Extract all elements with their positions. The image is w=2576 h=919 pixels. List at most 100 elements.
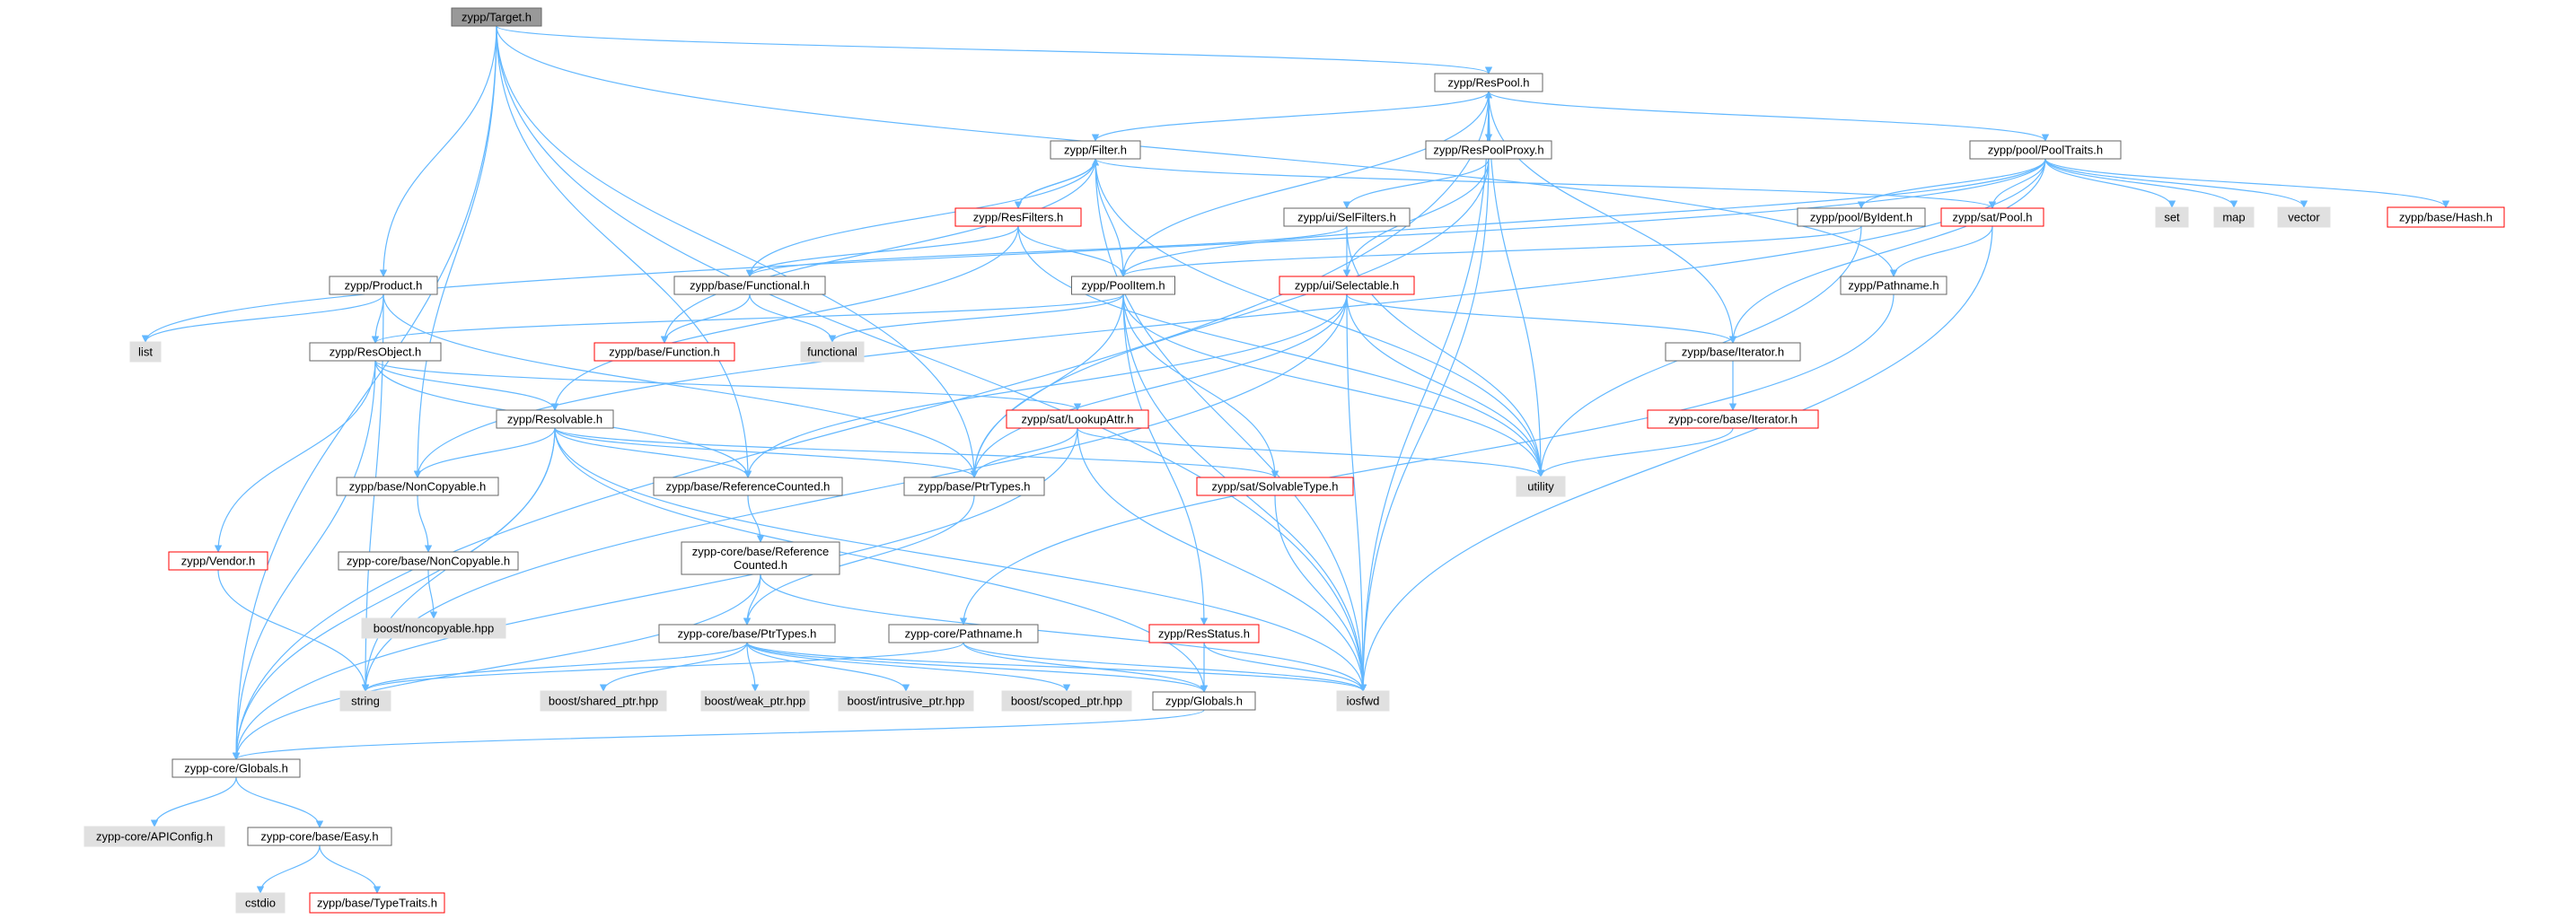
node-label-coreiterator: zypp-core/base/Iterator.h [1668,413,1798,426]
edge-corepathname-to-globals [963,642,1209,693]
edge-respoolproxy-to-iosfwd [1358,158,1490,692]
edge-solvabletype-to-iosfwd [1274,495,1367,692]
node-resfilters[interactable]: zypp/ResFilters.h [954,207,1082,227]
edge-lookupattr-to-utility [1077,427,1545,477]
edge-filter-to-functional_h [745,158,1096,277]
node-vendor[interactable]: zypp/Vendor.h [168,551,268,571]
node-pathname[interactable]: zypp/Pathname.h [1840,276,1947,295]
node-functional: functional [800,341,865,363]
node-respoolproxy[interactable]: zypp/ResPoolProxy.h [1425,140,1552,160]
node-globals[interactable]: zypp/Globals.h [1152,691,1256,711]
node-box-typetraits [309,892,445,914]
edge-coreptrtypes-to-iosfwd [746,642,1367,692]
node-corepathname[interactable]: zypp-core/Pathname.h [888,624,1039,643]
node-resobject[interactable]: zypp/ResObject.h [309,342,442,362]
node-pooltraits[interactable]: zypp/pool/PoolTraits.h [1969,140,2122,160]
edge-respool-to-iosfwd [1358,91,1490,692]
node-box-scopedptr [1001,690,1132,712]
node-coreptrtypes[interactable]: zypp-core/base/PtrTypes.h [658,624,836,643]
edge-respool-to-filter [1091,91,1490,142]
edge-selectable-to-string [361,293,1348,692]
node-label-selectable: zypp/ui/Selectable.h [1295,279,1399,293]
edge-target-to-product [379,25,497,277]
node-box-string [339,690,391,712]
edge-coreptrtypes-to-weakptr [746,642,760,692]
node-resstatus[interactable]: zypp/ResStatus.h [1148,624,1260,643]
edge-functional_h-to-function_h [660,293,751,344]
edge-resolvable-to-ptrtypes [554,427,979,478]
node-iterator[interactable]: zypp/base/Iterator.h [1665,342,1801,362]
edge-corerefcounted-to-coreglobals [232,573,761,760]
edge-coreptrtypes-to-globals [746,642,1209,693]
node-box-pooltraits [1969,140,2122,160]
node-product[interactable]: zypp/Product.h [329,276,438,295]
node-label-vendor: zypp/Vendor.h [181,555,255,568]
edge-selectable-to-iosfwd [1346,293,1367,692]
node-solvabletype[interactable]: zypp/sat/SolvableType.h [1196,477,1354,496]
node-box-boostnoncopyable [361,617,506,639]
node-box-resobject [309,342,442,362]
node-label-corenoncopyable: zypp-core/base/NonCopyable.h [347,555,510,568]
edge-selectable-to-iterator [1346,293,1737,344]
node-poolitem[interactable]: zypp/PoolItem.h [1071,276,1175,295]
edge-poolitem-to-utility [1122,293,1545,477]
node-box-poolitem [1071,276,1175,295]
node-box-utility [1516,476,1566,497]
node-selfilters[interactable]: zypp/ui/SelFilters.h [1283,207,1411,227]
node-label-pooltraits: zypp/pool/PoolTraits.h [1988,144,2103,157]
edge-pooltraits-to-noncopyable [413,158,2046,478]
node-function_h[interactable]: zypp/base/Function.h [593,342,735,362]
node-label-respool: zypp/ResPool.h [1447,76,1529,90]
node-box-target [451,7,542,27]
edge-product-to-list [141,293,384,343]
node-weakptr: boost/weak_ptr.hpp [700,690,810,712]
node-utility: utility [1516,476,1566,497]
node-box-coreptrtypes [658,624,836,643]
edge-coreptrtypes-to-string [361,642,748,692]
node-box-map [2213,206,2255,228]
node-box-resolvable [496,409,614,429]
node-filter[interactable]: zypp/Filter.h [1050,140,1141,160]
edge-easy-to-typetraits [319,845,382,894]
node-target[interactable]: zypp/Target.h [451,7,542,27]
nodes-layer: zypp/Target.h zypp/ResPool.h zypp/Filter.h… [84,7,2505,914]
edge-poolitem-to-resstatus [1122,293,1209,626]
edge-selfilters-to-functional_h [745,225,1348,277]
edge-resolvable-to-globals [554,427,1209,693]
node-label-vector: vector [2288,211,2320,224]
node-selectable[interactable]: zypp/ui/Selectable.h [1279,276,1415,295]
node-box-filter [1050,140,1141,160]
node-ptrtypes[interactable]: zypp/base/PtrTypes.h [903,477,1045,496]
node-box-intrusiveptr [838,690,974,712]
edge-satpool-to-pathname [1889,225,1993,277]
node-corenoncopyable[interactable]: zypp-core/base/NonCopyable.h [338,551,519,571]
node-refcounted[interactable]: zypp/base/ReferenceCounted.h [653,477,843,496]
node-label-scopedptr: boost/scoped_ptr.hpp [1011,695,1122,708]
edge-lookupattr-to-iosfwd [1077,427,1367,692]
node-satpool[interactable]: zypp/sat/Pool.h [1940,207,2044,227]
node-lookupattr[interactable]: zypp/sat/LookupAttr.h [1006,409,1149,429]
node-label-utility: utility [1527,480,1554,494]
edge-filter-to-poolitem [1095,158,1128,277]
node-easy[interactable]: zypp-core/base/Easy.h [247,827,392,846]
edge-resfilters-to-utility [1017,225,1545,477]
node-noncopyable[interactable]: zypp/base/NonCopyable.h [336,477,499,496]
node-label-poolitem: zypp/PoolItem.h [1081,279,1165,293]
node-label-hash: zypp/base/Hash.h [2399,211,2492,224]
node-label-ptrtypes: zypp/base/PtrTypes.h [918,480,1030,494]
node-respool[interactable]: zypp/ResPool.h [1434,73,1543,92]
node-hash[interactable]: zypp/base/Hash.h [2387,206,2505,228]
node-byident[interactable]: zypp/pool/ByIdent.h [1797,207,1926,227]
node-resolvable[interactable]: zypp/Resolvable.h [496,409,614,429]
node-box-pathname [1840,276,1947,295]
edge-resobject-to-resolvable [374,360,559,411]
edge-respool-to-poolitem [1119,91,1490,277]
edge-resobject-to-lookupattr [374,360,1081,411]
node-functional_h[interactable]: zypp/base/Functional.h [673,276,826,295]
node-typetraits[interactable]: zypp/base/TypeTraits.h [309,892,445,914]
node-box-iterator [1665,342,1801,362]
node-coreiterator[interactable]: zypp-core/base/Iterator.h [1647,409,1819,429]
edge-selfilters-to-utility [1346,225,1545,477]
node-coreglobals[interactable]: zypp-core/Globals.h [171,758,301,778]
